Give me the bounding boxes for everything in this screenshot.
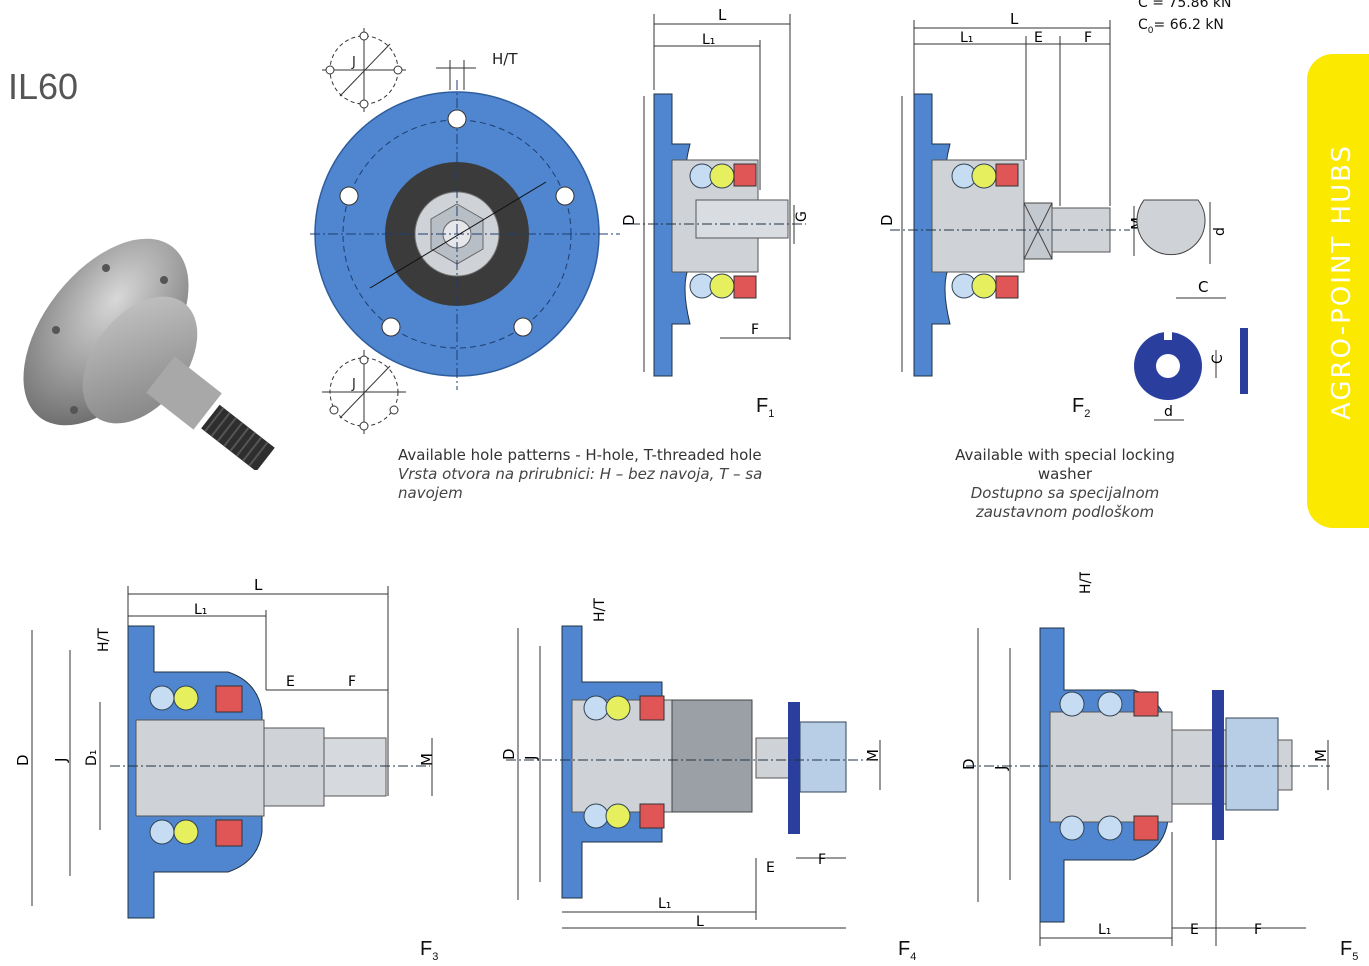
dim-label-L-F4: L	[696, 914, 704, 930]
dim-label-HT-F4: H/T	[592, 598, 608, 622]
section-F3: L L₁ E F D J D₁ H/T M	[14, 576, 436, 919]
dim-label-D-F4: D	[500, 748, 518, 760]
dim-label-F: F	[751, 322, 759, 338]
dim-label-HT-F3: H/T	[96, 628, 112, 652]
dim-label-L-F3: L	[254, 576, 263, 594]
dim-label-E-F5: E	[1190, 922, 1199, 938]
dim-label-G: G	[794, 211, 810, 222]
dim-label-E-F4: E	[766, 860, 775, 876]
figure-label-F5: F5	[1340, 938, 1359, 963]
section-F1: L L₁ D F G	[620, 6, 810, 377]
dim-label-E-F3: E	[286, 674, 295, 690]
dim-label-D: D	[620, 214, 638, 226]
washer-caption: Available with special locking washer Do…	[955, 446, 1175, 521]
figure-label-F4: F4	[898, 938, 917, 963]
dim-label-D-F2: D	[880, 214, 896, 226]
dim-label-J-F3: J	[52, 758, 70, 763]
dim-label-D-F3: D	[14, 754, 32, 766]
product-model-title: IL60	[8, 66, 79, 107]
figure-label-F2: F2	[1072, 395, 1091, 420]
dim-label-L1-F4: L₁	[658, 896, 671, 912]
dim-label-J-bottom: J	[351, 377, 356, 392]
dim-label-L1: L₁	[702, 32, 715, 48]
hole-pattern-caption: Available hole patterns - H-hole, T-thre…	[398, 446, 763, 502]
category-tab-label: AGRO-POINT HUBS	[1327, 144, 1357, 420]
figure-label-F3: F3	[420, 938, 439, 963]
dim-label-M-F5: M	[1312, 749, 1330, 762]
dim-label-C-detail: C	[1198, 278, 1208, 296]
dim-label-F-F5: F	[1254, 922, 1262, 938]
hole-pattern-diagram-bottom	[322, 350, 406, 434]
dim-label-L: L	[718, 6, 727, 24]
dim-label-D1-F3: D₁	[84, 750, 100, 766]
dim-label-C-washer: C	[1210, 354, 1226, 364]
dim-label-L1-F2: L₁	[960, 30, 973, 46]
dim-label-F-F3: F	[348, 674, 356, 690]
dim-label-F-F2: F	[1084, 30, 1092, 46]
category-side-tab[interactable]: AGRO-POINT HUBS	[1307, 54, 1369, 528]
dim-label-d-detail: d	[1212, 227, 1228, 236]
figure-label-F1: F1	[756, 395, 775, 420]
dim-label-J: J	[351, 55, 356, 70]
dim-label-L1-F3: L₁	[194, 602, 207, 618]
dim-label-J-F5: J	[992, 766, 1010, 771]
dynamic-load-rating: C = 75.86 kN	[1138, 0, 1232, 11]
dim-label-L-F2: L	[1010, 10, 1019, 28]
section-F2: L L₁ E F D M	[880, 10, 1146, 377]
dim-label-HT-F5: H/T	[1078, 572, 1094, 594]
dim-label-HT: H/T	[492, 50, 518, 68]
dim-label-L1-F5: L₁	[1098, 922, 1111, 938]
dim-label-F-F4: F	[818, 852, 826, 868]
dim-label-J-F4: J	[522, 756, 540, 761]
hole-pattern-diagram-top	[322, 28, 406, 112]
section-F4: D J H/T L₁ L E F d C M	[500, 598, 882, 930]
dim-label-E-F2: E	[1034, 30, 1043, 46]
dim-label-M-F4: M	[864, 749, 882, 762]
dim-label-D-F5: D	[960, 758, 978, 770]
hub-product-photo	[23, 238, 275, 470]
flange-front-view: J H/T J	[310, 28, 620, 434]
dim-label-d-washer: d	[1164, 404, 1173, 420]
locking-washer-detail: d C C d	[1134, 199, 1248, 421]
section-F5: D J H/T L₁ E F M	[960, 572, 1330, 946]
static-load-rating: C0= 66.2 kN	[1138, 17, 1224, 36]
dim-label-M-F3: M	[418, 753, 436, 766]
